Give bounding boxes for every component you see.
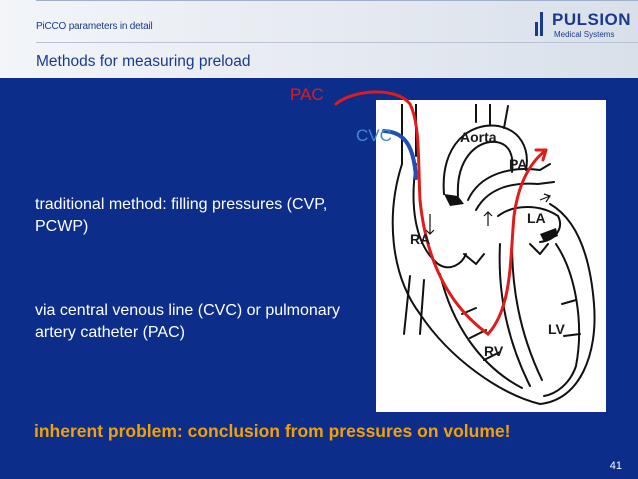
logo-wordmark: PULSION <box>552 10 632 29</box>
pulsion-logo: PULSION Medical Systems <box>534 9 634 41</box>
section-label: PiCCO parameters in detail <box>36 21 153 32</box>
slide-header: PiCCO parameters in detail Methods for m… <box>0 0 638 78</box>
header-top-line <box>36 0 638 1</box>
bullet-filling-pressures: traditional method: filling pressures (C… <box>35 196 328 235</box>
label-right-atrium: RA <box>410 231 431 247</box>
logo-subtitle: Medical Systems <box>554 30 615 39</box>
label-aorta: Aorta <box>460 129 497 145</box>
label-right-ventricle: RV <box>484 343 504 359</box>
bullet-catheter-methods: via central venous line (CVC) or pulmona… <box>35 302 341 341</box>
label-left-atrium: LA <box>527 210 546 226</box>
heart-anatomy-drawing <box>391 104 596 405</box>
label-cvc: CVC <box>356 126 392 145</box>
label-pulmonary-artery: PA <box>509 156 528 172</box>
label-pac: PAC <box>290 85 324 104</box>
label-left-ventricle: LV <box>548 321 565 337</box>
page-number: 41 <box>609 460 622 472</box>
key-takeaway: inherent problem: conclusion from pressu… <box>34 421 511 441</box>
pulsion-logo-icon <box>535 12 543 36</box>
page-title: Methods for measuring preload <box>36 53 251 70</box>
heart-diagram <box>376 100 606 412</box>
header-divider <box>36 42 638 43</box>
